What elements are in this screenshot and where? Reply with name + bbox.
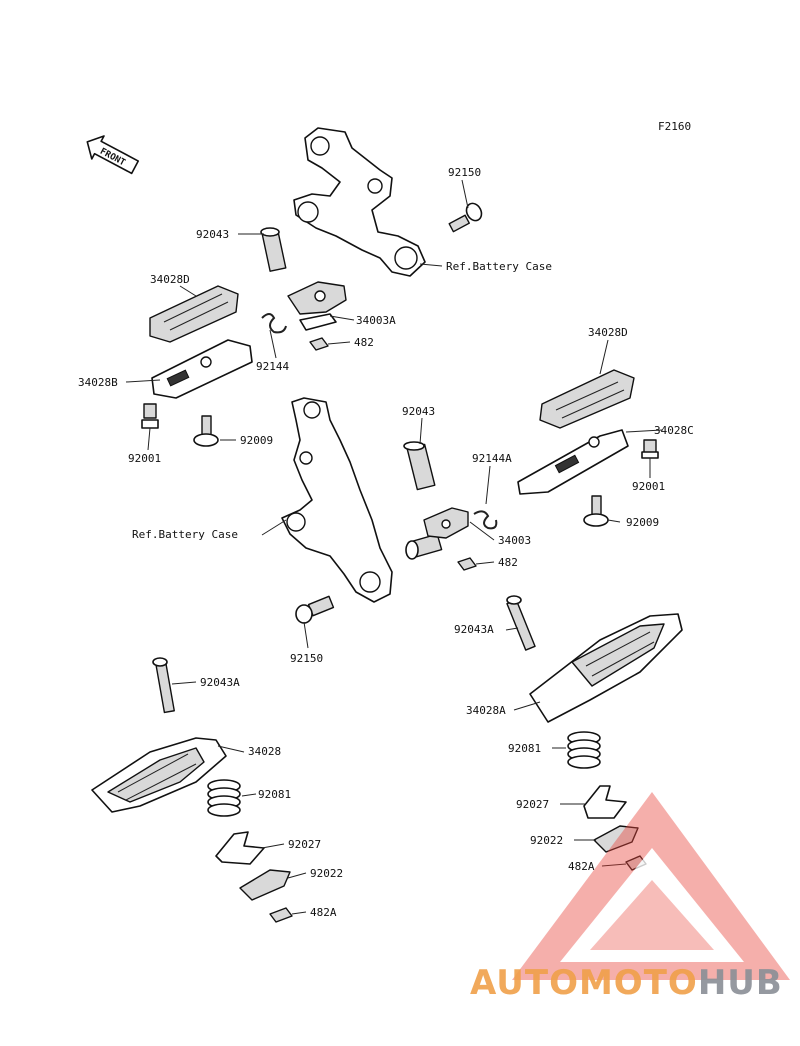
- watermark-triangle-inner: [560, 848, 744, 962]
- holder-34003a: [287, 281, 347, 331]
- label-34003a: 34003A: [356, 314, 396, 327]
- bolt-92001-left: [141, 403, 159, 429]
- bolt-92009-right: [583, 495, 609, 527]
- pin-92043-top: [260, 227, 287, 272]
- label-92022-left: 92022: [310, 867, 343, 880]
- bolt-92150-mid: [295, 595, 335, 624]
- label-34028d-left: 34028D: [150, 273, 190, 286]
- watermark-text-part1: AUTOMOTO: [470, 963, 698, 1003]
- leader-lines: [125, 179, 663, 915]
- plate-92022-left: [239, 869, 291, 901]
- callout-labels: 92150 92043 Ref.Battery Case 34028D 3400…: [78, 166, 694, 919]
- label-34028b: 34028B: [78, 376, 118, 389]
- middle-footpeg-bracket: [281, 397, 393, 603]
- spring-92144: [261, 313, 287, 334]
- footpeg-34028: [91, 737, 227, 813]
- label-92009-left: 92009: [240, 434, 273, 447]
- label-34028c: 34028C: [654, 424, 694, 437]
- watermark-text-part2: HUB: [698, 963, 783, 1003]
- plate-92022-right: [593, 825, 639, 853]
- watermark-logo: [512, 792, 790, 980]
- label-34028a: 34028A: [466, 704, 506, 717]
- footpeg-34028b: [151, 339, 253, 399]
- label-482-mid: 482: [498, 556, 518, 569]
- label-92043a-right: 92043A: [454, 623, 494, 636]
- label-92144a: 92144A: [472, 452, 512, 465]
- label-34028d-right: 34028D: [588, 326, 628, 339]
- front-arrow: FRONT: [86, 135, 140, 175]
- label-92150-top: 92150: [448, 166, 481, 179]
- label-482a-left: 482A: [310, 906, 337, 919]
- label-92001-right: 92001: [632, 480, 665, 493]
- spring-92144a: [473, 510, 498, 530]
- label-ref-battery-top: Ref.Battery Case: [446, 260, 552, 273]
- footpeg-rubber-34028d-left: [149, 285, 239, 343]
- bolt-92001-right: [641, 439, 659, 459]
- holder-34003: [423, 507, 469, 539]
- label-482a-right: 482A: [568, 860, 595, 873]
- label-92001-left: 92001: [128, 452, 161, 465]
- spring-92081-left: [207, 779, 241, 817]
- label-92150-mid: 92150: [290, 652, 323, 665]
- diagram-code: F2160: [658, 120, 691, 133]
- pin-92043a-right: [506, 595, 536, 651]
- label-92027-left: 92027: [288, 838, 321, 851]
- label-92009-right: 92009: [626, 516, 659, 529]
- footpeg-rubber-34028d-right: [539, 369, 635, 429]
- label-92027-right: 92027: [516, 798, 549, 811]
- clip-482a-left: [269, 907, 293, 923]
- bolt-92009-left: [193, 415, 219, 447]
- bolt-92150-top: [448, 202, 483, 233]
- clip-482-top: [309, 337, 329, 351]
- label-92081-left: 92081: [258, 788, 291, 801]
- label-92081-right: 92081: [508, 742, 541, 755]
- footpeg-34028c: [517, 429, 629, 495]
- pivot-shaft-mid: [405, 533, 443, 560]
- pin-92043a-left: [152, 657, 175, 714]
- pin-92043-mid: [403, 441, 436, 491]
- label-34003: 34003: [498, 534, 531, 547]
- plate-92027-right: [583, 785, 627, 819]
- footpeg-34028a: [529, 613, 683, 723]
- upper-footpeg-bracket: [293, 127, 426, 277]
- spring-92081-right: [567, 731, 601, 769]
- clip-482-mid: [457, 557, 477, 571]
- label-92022-right: 92022: [530, 834, 563, 847]
- label-92043-mid: 92043: [402, 405, 435, 418]
- label-ref-battery-mid: Ref.Battery Case: [132, 528, 238, 541]
- label-482-top: 482: [354, 336, 374, 349]
- label-92144: 92144: [256, 360, 289, 373]
- watermark-text: AUTOMOTOHUB: [470, 963, 783, 1003]
- label-92043a-left: 92043A: [200, 676, 240, 689]
- label-34028: 34028: [248, 745, 281, 758]
- watermark-triangle-core: [590, 880, 714, 950]
- plate-92027-left: [215, 831, 265, 865]
- label-92043-top: 92043: [196, 228, 229, 241]
